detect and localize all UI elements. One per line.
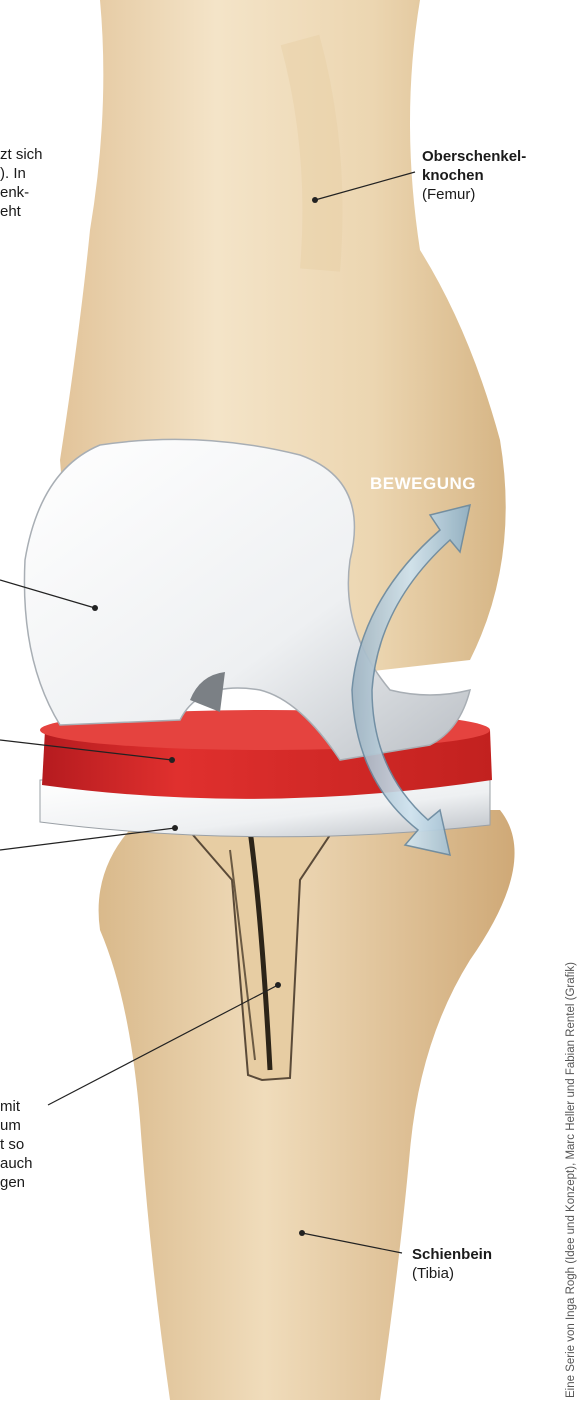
femur-latin: (Femur) [422,185,526,204]
left-text-fragment: mit [0,1097,20,1116]
left-text-fragment: t so [0,1135,24,1154]
left-text-fragment: enk- [0,183,29,202]
left-text-fragment: gen [0,1173,25,1192]
tibia-name: Schienbein [412,1245,492,1264]
image-credit: Eine Serie von Inga Rogh (Idee und Konze… [565,962,577,1398]
left-text-fragment: zt sich [0,145,43,164]
femur-name-line2: knochen [422,166,526,185]
left-text-fragment: um [0,1116,21,1135]
tibia-latin: (Tibia) [412,1264,492,1283]
movement-label: BEWEGUNG [370,474,476,494]
femur-name-line1: Oberschenkel- [422,147,526,166]
femur-label: Oberschenkel- knochen (Femur) [422,147,526,204]
tibia-bone [99,810,515,1400]
left-text-fragment: eht [0,202,21,221]
tibia-label: Schienbein (Tibia) [412,1245,492,1283]
left-text-fragment: auch [0,1154,33,1173]
left-text-fragment: ). In [0,164,26,183]
